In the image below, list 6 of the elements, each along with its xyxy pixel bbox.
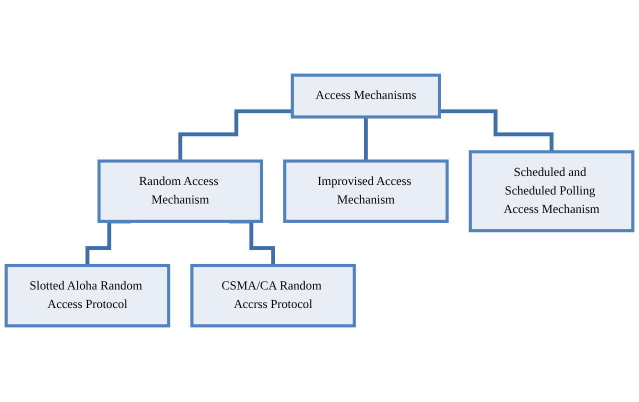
node-box: Scheduled and Scheduled Polling Access Mechanism <box>468 150 634 233</box>
node-box: Slotted Aloha Random Access Protocol <box>4 264 170 328</box>
node-box: Improvised Access Mechanism <box>283 160 449 224</box>
node-box: Random Access Mechanism <box>97 160 264 224</box>
node-box: CSMA/CA Random Accrss Protocol <box>190 264 356 328</box>
node-box: Access Mechanisms <box>290 74 442 119</box>
